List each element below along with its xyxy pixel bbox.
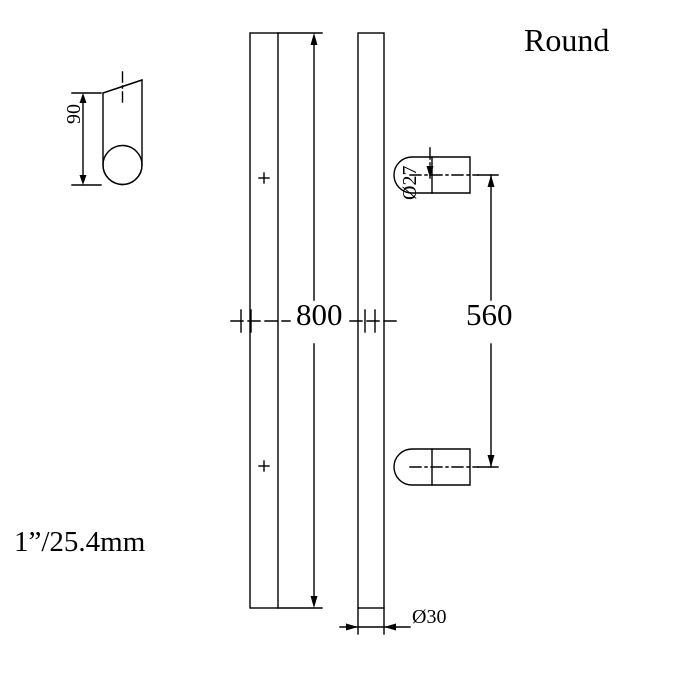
dim-800 [277,32,323,609]
dimension-label-post-diameter: Ø27 [399,165,421,200]
dim-d30 [339,607,411,635]
size-note: 1”/25.4mm [14,526,146,558]
dimension-arrowheads [79,33,495,631]
dimension-label-cut-length: 90 [63,104,85,124]
dimension-label-overall-length: 800 [296,297,343,332]
dim-560 [477,174,499,468]
main-bar-profile [230,32,291,609]
dimension-label-bar-diameter: Ø30 [412,606,447,628]
detail-cylinder-view [71,71,143,186]
round-handle-assembly [349,32,479,609]
dimension-label-center-to-center: 560 [466,297,513,332]
drawing-title: Round [524,22,610,58]
